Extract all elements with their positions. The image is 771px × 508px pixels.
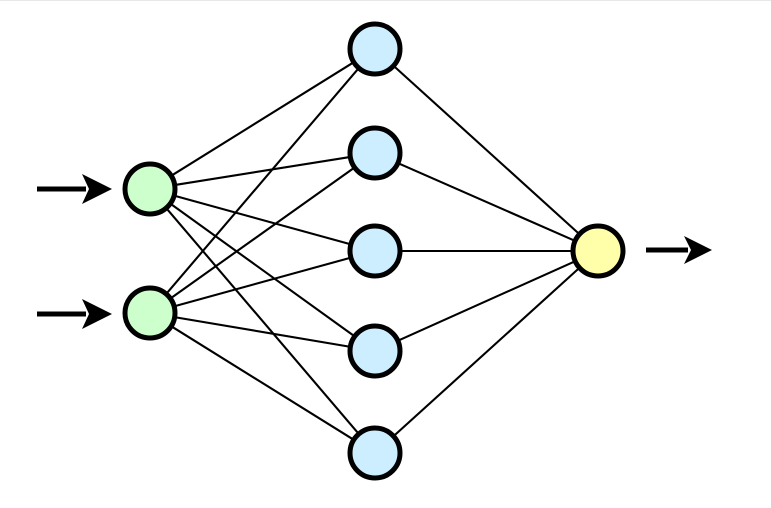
edge-input-2-to-hidden-5 bbox=[169, 324, 356, 442]
node-hidden-3[interactable] bbox=[347, 223, 403, 279]
output-arrow-icon bbox=[646, 236, 712, 264]
edge-input-1-to-hidden-4 bbox=[168, 201, 357, 339]
edge-input-1-to-hidden-1 bbox=[169, 60, 356, 178]
edge-hidden-4-to-output-1 bbox=[395, 259, 578, 343]
edge-input-2-to-hidden-2 bbox=[168, 165, 357, 301]
input-arrow-top-icon bbox=[37, 174, 112, 204]
node-hidden-5[interactable] bbox=[347, 425, 403, 481]
edge-hidden-1-to-output-1 bbox=[391, 64, 582, 236]
edge-input-2-to-hidden-1 bbox=[164, 66, 361, 296]
nodes-group bbox=[122, 21, 626, 481]
edge-input-1-to-hidden-3 bbox=[172, 194, 353, 246]
edge-hidden-2-to-output-1 bbox=[395, 161, 578, 243]
node-hidden-2[interactable] bbox=[347, 125, 403, 181]
input-arrow-bottom-icon bbox=[37, 299, 112, 329]
arrows-group bbox=[37, 174, 712, 329]
edge-input-2-to-hidden-3 bbox=[172, 256, 353, 308]
input-arrow-top-head bbox=[82, 174, 112, 204]
node-hidden-4[interactable] bbox=[347, 323, 403, 379]
edge-input-1-to-hidden-2 bbox=[172, 155, 353, 187]
edge-input-2-to-hidden-4 bbox=[172, 315, 353, 349]
node-output-1[interactable] bbox=[570, 223, 626, 279]
output-arrow-head bbox=[684, 236, 712, 264]
node-input-1[interactable] bbox=[122, 161, 178, 217]
edge-input-1-to-hidden-5 bbox=[164, 206, 361, 436]
node-hidden-1[interactable] bbox=[347, 21, 403, 77]
node-input-2[interactable] bbox=[122, 285, 178, 341]
input-arrow-bottom-head bbox=[82, 299, 112, 329]
edge-hidden-5-to-output-1 bbox=[391, 266, 582, 438]
edges-group bbox=[164, 60, 582, 442]
